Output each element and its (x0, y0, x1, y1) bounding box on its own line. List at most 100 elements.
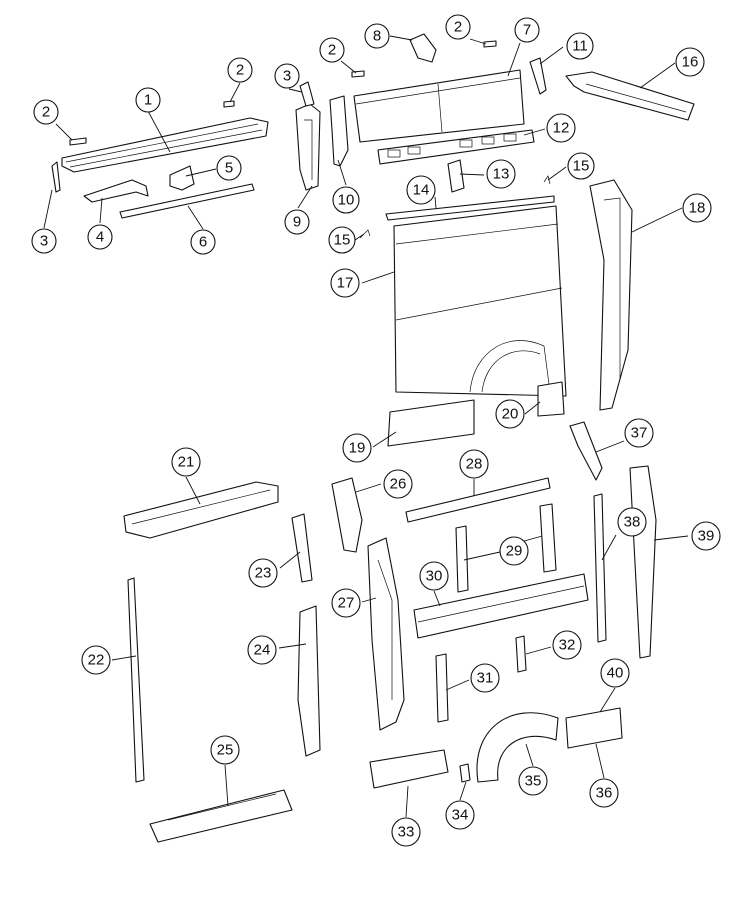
svg-text:26: 26 (390, 476, 407, 493)
part-8-bracket-top (409, 33, 437, 63)
svg-text:36: 36 (596, 785, 613, 802)
callout-20: 20 (495, 399, 525, 429)
svg-text:10: 10 (338, 192, 355, 209)
part-5-gusset (169, 165, 195, 191)
svg-text:23: 23 (255, 565, 272, 582)
callout-15-a: 15 (328, 226, 356, 254)
part-22-pillar (127, 577, 145, 783)
svg-text:3: 3 (283, 68, 291, 85)
svg-text:7: 7 (523, 22, 531, 39)
callout-17: 17 (330, 268, 360, 298)
part-4-rail-bracket (83, 179, 149, 203)
callout-23: 23 (248, 558, 278, 588)
callout-24: 24 (247, 635, 277, 665)
callout-38: 38 (617, 507, 647, 537)
callout-2-c: 2 (319, 37, 345, 63)
svg-text:25: 25 (217, 742, 234, 759)
svg-text:15: 15 (573, 158, 590, 175)
part-38-pillar (593, 493, 607, 643)
part-20-bracket (537, 381, 565, 417)
callout-11: 11 (566, 32, 594, 60)
svg-text:18: 18 (689, 200, 706, 217)
callout-16: 16 (675, 47, 705, 77)
svg-text:32: 32 (559, 637, 576, 654)
callout-40: 40 (600, 658, 630, 688)
callout-21: 21 (171, 447, 201, 477)
callout-9: 9 (284, 209, 310, 235)
callout-15-b: 15 (567, 152, 595, 180)
part-31-bracket (435, 653, 449, 723)
svg-text:31: 31 (477, 670, 494, 687)
svg-text:2: 2 (236, 62, 244, 79)
svg-text:29: 29 (506, 543, 523, 560)
svg-text:27: 27 (338, 595, 355, 612)
callout-4: 4 (87, 224, 113, 250)
callout-2-b: 2 (227, 57, 253, 83)
part-37-bracket (569, 421, 603, 481)
svg-text:17: 17 (337, 275, 354, 292)
callout-22: 22 (81, 645, 111, 675)
part-33-floor-bracket (369, 749, 449, 789)
callout-39: 39 (691, 521, 721, 551)
callout-37: 37 (624, 418, 654, 448)
part-6-lower-rail (119, 183, 255, 219)
callout-26: 26 (383, 469, 413, 499)
callout-8: 8 (364, 23, 390, 49)
svg-text:34: 34 (452, 807, 469, 824)
callouts: 1 2 2 2 2 3 3 4 5 6 7 8 9 10 11 12 13 14… (31, 14, 721, 847)
callout-33: 33 (391, 817, 421, 847)
callout-3-b: 3 (274, 63, 300, 89)
svg-text:38: 38 (624, 514, 641, 531)
callout-7: 7 (514, 17, 540, 43)
callout-32: 32 (552, 630, 582, 660)
part-32-bracket (515, 635, 527, 673)
svg-text:12: 12 (553, 120, 570, 137)
part-21-crossmember (123, 481, 279, 539)
part-25-floor-rail (149, 789, 293, 843)
svg-text:1: 1 (144, 92, 152, 109)
part-39-pillar (629, 465, 657, 659)
callout-19: 19 (342, 433, 372, 463)
callout-13: 13 (486, 159, 516, 189)
svg-text:2: 2 (328, 42, 336, 59)
leader-lines (43, 35, 689, 818)
callout-25: 25 (210, 735, 240, 765)
svg-text:33: 33 (398, 824, 415, 841)
part-13-bracket (447, 159, 465, 193)
part-3-bracket-left (51, 161, 61, 193)
part-19-lower-panel (387, 399, 475, 447)
part-23-bracket (291, 513, 313, 583)
part-26-pillar-top (331, 477, 363, 553)
part-27-center-pillar (367, 537, 405, 731)
svg-text:4: 4 (96, 229, 104, 246)
svg-text:22: 22 (88, 652, 105, 669)
svg-text:3: 3 (40, 233, 48, 250)
part-29-uprights (455, 503, 557, 593)
callout-2-d: 2 (445, 14, 471, 40)
svg-text:30: 30 (426, 568, 443, 585)
part-18-pillar-rear (589, 179, 633, 411)
part-1-roof-rail (61, 117, 269, 173)
callout-2-a: 2 (33, 99, 59, 125)
part-3-bracket-right (299, 81, 315, 107)
part-16-header (565, 71, 695, 121)
callout-1: 1 (135, 87, 161, 113)
svg-text:2: 2 (42, 104, 50, 121)
svg-text:35: 35 (525, 773, 542, 790)
svg-text:9: 9 (293, 214, 301, 231)
callout-18: 18 (682, 193, 712, 223)
part-24-pillar (297, 605, 321, 757)
svg-text:28: 28 (466, 456, 483, 473)
part-36-panel (565, 707, 623, 749)
callout-14: 14 (406, 175, 436, 205)
part-35-wheelhouse (476, 712, 559, 783)
svg-text:24: 24 (254, 642, 271, 659)
part-7-upper-panel (353, 69, 525, 143)
svg-text:39: 39 (698, 528, 715, 545)
svg-text:37: 37 (631, 425, 648, 442)
part-17-side-panel (393, 205, 567, 397)
part-34-clip (459, 763, 471, 783)
part-11-bracket (529, 57, 547, 95)
callout-3-a: 3 (31, 228, 57, 254)
